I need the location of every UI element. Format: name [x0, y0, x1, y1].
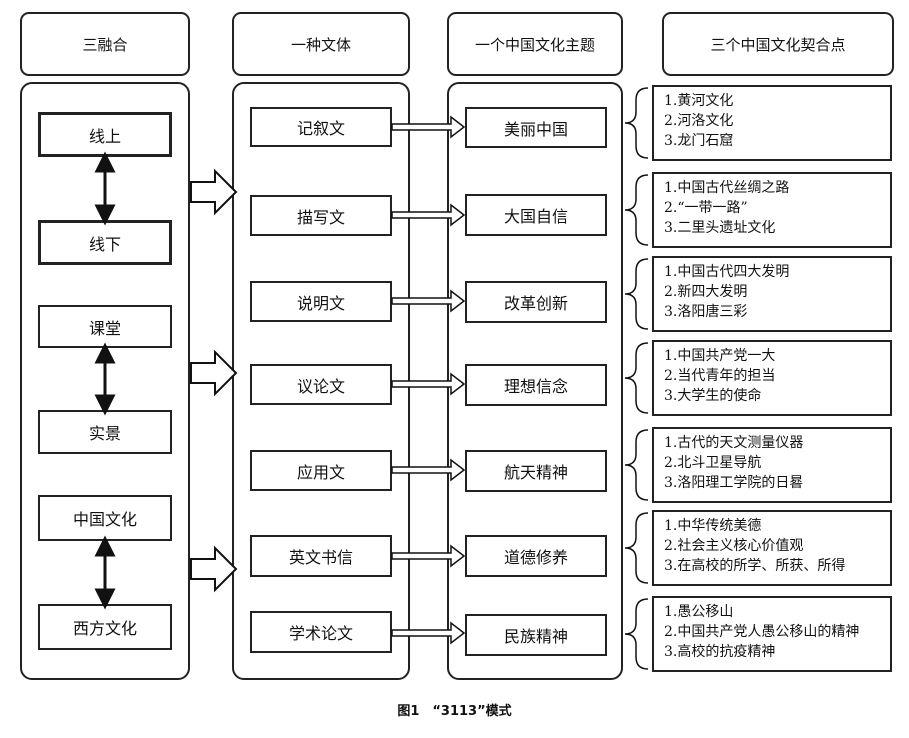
brace-4 — [624, 342, 649, 414]
point-item: 2.中国共产党人愚公移山的精神 — [664, 624, 860, 640]
point-item: 3.大学生的使命 — [664, 388, 762, 404]
point-item: 1.中国古代四大发明 — [664, 264, 790, 280]
point-item: 3.龙门石窟 — [664, 133, 734, 149]
theme-box-beautiful-china: 美丽中国 — [465, 107, 607, 148]
brace-5 — [624, 429, 649, 501]
fusion-box-western-culture: 西方文化 — [38, 604, 172, 650]
point-item: 2.北斗卫星导航 — [664, 455, 762, 471]
brace-group — [624, 87, 649, 670]
point-item: 1.中华传统美德 — [664, 518, 762, 534]
fusion-box-field: 实景 — [38, 410, 172, 454]
points-box-5: 1.古代的天文测量仪器 2.北斗卫星导航 3.洛阳理工学院的日晷 — [652, 427, 892, 503]
point-item: 2.社会主义核心价值观 — [664, 538, 804, 554]
point-item: 3.洛阳唐三彩 — [664, 304, 748, 320]
points-box-1: 1.黄河文化 2.河洛文化 3.龙门石窟 — [652, 85, 892, 161]
theme-box-aerospace-spirit: 航天精神 — [465, 450, 607, 492]
points-box-6: 1.中华传统美德 2.社会主义核心价值观 3.在高校的所学、所获、所得 — [652, 510, 892, 586]
point-item: 1.黄河文化 — [664, 93, 734, 109]
point-item: 2.新四大发明 — [664, 284, 748, 300]
brace-3 — [624, 258, 649, 330]
brace-1 — [624, 87, 649, 159]
header-one-genre: 一种文体 — [232, 12, 410, 76]
point-item: 1.中国古代丝绸之路 — [664, 180, 790, 196]
point-item: 2.“一带一路” — [664, 200, 748, 216]
theme-box-national-spirit: 民族精神 — [465, 614, 607, 656]
header-one-theme: 一个中国文化主题 — [447, 12, 623, 76]
points-box-3: 1.中国古代四大发明 2.新四大发明 3.洛阳唐三彩 — [652, 256, 892, 332]
point-item: 1.古代的天文测量仪器 — [664, 435, 804, 451]
genre-box-english-letter: 英文书信 — [250, 535, 392, 577]
points-box-4: 1.中国共产党一大 2.当代青年的担当 3.大学生的使命 — [652, 340, 892, 416]
brace-7 — [624, 598, 649, 670]
header-three-points: 三个中国文化契合点 — [662, 12, 894, 76]
point-item: 3.洛阳理工学院的日晷 — [664, 475, 804, 491]
genre-box-practical: 应用文 — [250, 450, 392, 491]
hollow-arrow-2 — [190, 349, 238, 397]
theme-box-ideals-beliefs: 理想信念 — [465, 364, 607, 406]
header-three-fusions: 三融合 — [20, 12, 190, 76]
point-item: 2.河洛文化 — [664, 113, 734, 129]
genre-box-argumentative: 议论文 — [250, 364, 392, 405]
figure-caption: 图1 “3113”模式 — [397, 704, 512, 719]
hollow-arrow-1 — [190, 168, 238, 216]
theme-box-national-confidence: 大国自信 — [465, 194, 607, 236]
fusion-box-online: 线上 — [38, 112, 172, 157]
hollow-arrow-3 — [190, 545, 238, 593]
point-item: 3.高校的抗疫精神 — [664, 644, 776, 660]
point-item: 1.愚公移山 — [664, 604, 734, 620]
point-item: 3.二里头遗址文化 — [664, 220, 776, 236]
points-box-2: 1.中国古代丝绸之路 2.“一带一路” 3.二里头遗址文化 — [652, 172, 892, 248]
genre-box-descriptive: 描写文 — [250, 195, 392, 236]
points-box-7: 1.愚公移山 2.中国共产党人愚公移山的精神 3.高校的抗疫精神 — [652, 596, 892, 672]
genre-box-academic: 学术论文 — [250, 611, 392, 653]
genre-box-expository: 说明文 — [250, 281, 392, 322]
fusion-box-offline: 线下 — [38, 220, 172, 265]
point-item: 3.在高校的所学、所获、所得 — [664, 558, 846, 574]
fusion-box-classroom: 课堂 — [38, 305, 172, 348]
fusion-box-chinese-culture: 中国文化 — [38, 495, 172, 541]
brace-2 — [624, 174, 649, 246]
point-item: 2.当代青年的担当 — [664, 368, 776, 384]
theme-box-moral-cultivation: 道德修养 — [465, 535, 607, 577]
brace-6 — [624, 512, 649, 584]
theme-box-reform-innovation: 改革创新 — [465, 281, 607, 323]
fusion-column — [20, 82, 190, 680]
point-item: 1.中国共产党一大 — [664, 348, 776, 364]
genre-box-narrative: 记叙文 — [250, 107, 392, 147]
